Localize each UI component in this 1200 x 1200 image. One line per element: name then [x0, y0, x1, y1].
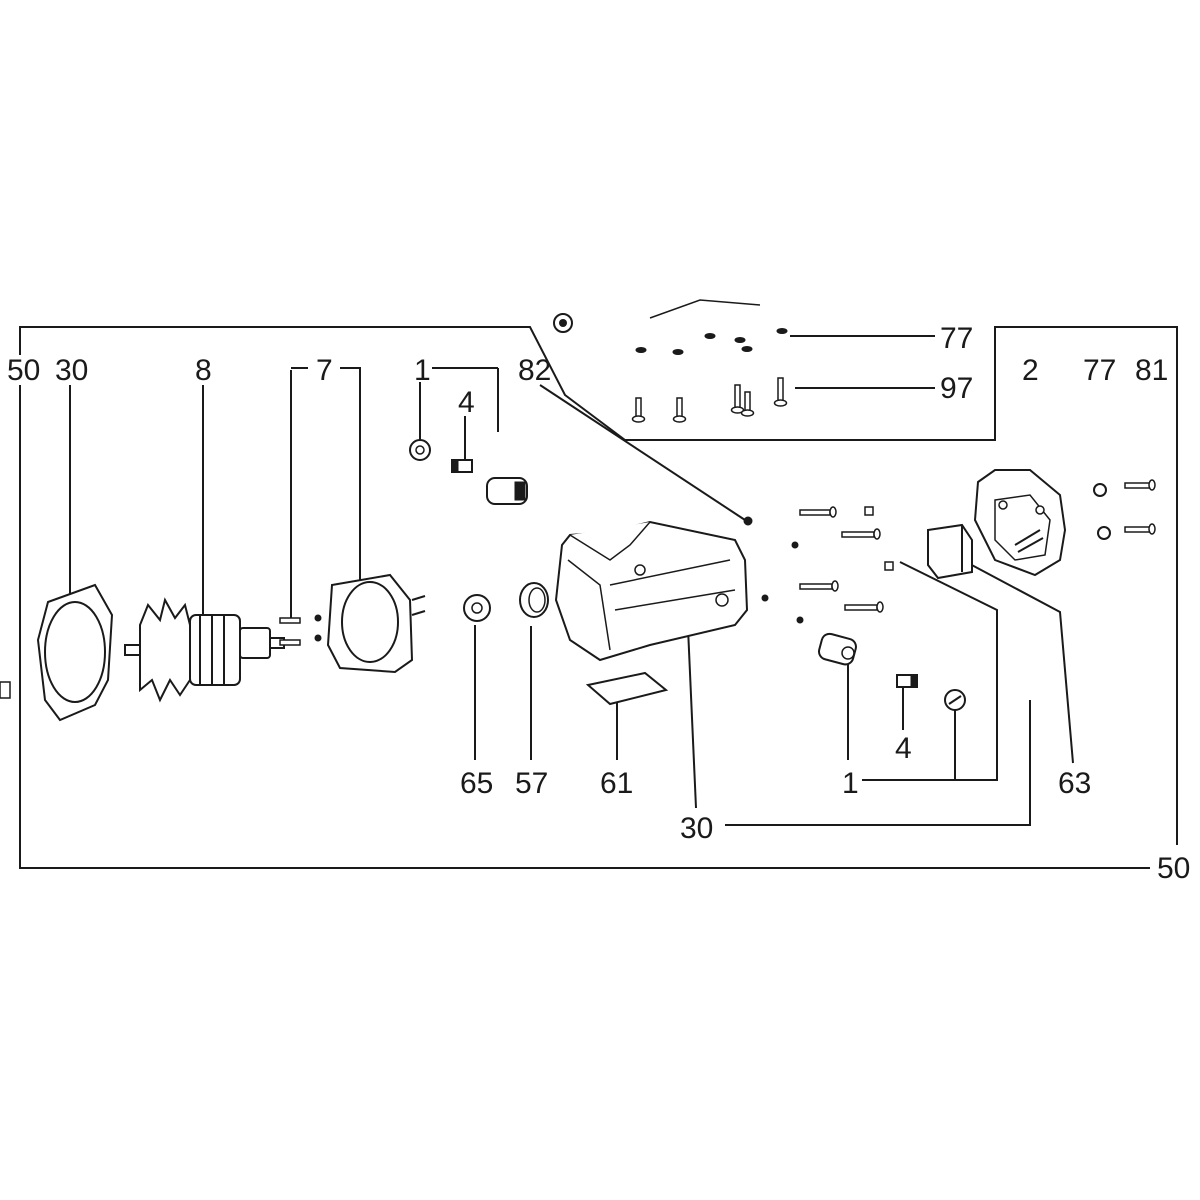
bearing-sleeve-57: [519, 582, 549, 618]
callout-leaders: [69, 335, 1074, 809]
washer-65: [463, 594, 491, 622]
callout-labels: 50 30 8 7 1 4 82 77 97 2 77 81 65 57 61 …: [7, 322, 1190, 885]
capacitor-63: [927, 523, 973, 580]
assembly-1-bracket: [847, 561, 998, 781]
brush-cap-1-bottom: [944, 689, 966, 711]
callout-1-bottom: 1: [842, 767, 859, 800]
brush-holder-1-top: [486, 477, 528, 505]
brush-cap-1-top: [409, 439, 431, 461]
screws-81: [1124, 479, 1156, 535]
callout-63: 63: [1058, 767, 1091, 800]
callout-2: 2: [1022, 354, 1039, 387]
washers-77-right: [1093, 483, 1111, 540]
housing-screws: [761, 506, 894, 624]
carbon-brush-4-top: [451, 459, 473, 473]
callout-50-left: 50: [7, 354, 40, 387]
carbon-brush-4-bottom: [896, 674, 918, 688]
brush-holder-1-bottom: [818, 632, 857, 666]
callout-82: 82: [518, 354, 551, 387]
callout-4-bottom: 4: [895, 732, 912, 765]
assembly-30-bracket: [725, 700, 1031, 826]
stator-7: [279, 573, 426, 674]
callout-7: 7: [316, 354, 333, 387]
label-plate-61: [585, 671, 669, 706]
motor-housing-30: [554, 520, 749, 662]
rear-cover-2: [973, 469, 1067, 577]
callout-65: 65: [460, 767, 493, 800]
callout-97: 97: [940, 372, 973, 405]
callout-77-right: 77: [1083, 354, 1116, 387]
callout-8: 8: [195, 354, 212, 387]
nut-82: [743, 516, 753, 526]
callout-4-top: 4: [458, 386, 475, 419]
callout-30-left: 30: [55, 354, 88, 387]
callout-57: 57: [515, 767, 548, 800]
armature-8: [124, 597, 285, 703]
callout-61: 61: [600, 767, 633, 800]
callout-77-top: 77: [940, 322, 973, 355]
top-housing-partial-view: [553, 299, 788, 423]
screw-97-group: [631, 377, 788, 423]
callout-81: 81: [1135, 354, 1168, 387]
callout-1-top: 1: [414, 354, 431, 387]
callout-30-center: 30: [680, 812, 713, 845]
baffle-ring-30: [0, 583, 114, 722]
callout-50-right: 50: [1157, 852, 1190, 885]
